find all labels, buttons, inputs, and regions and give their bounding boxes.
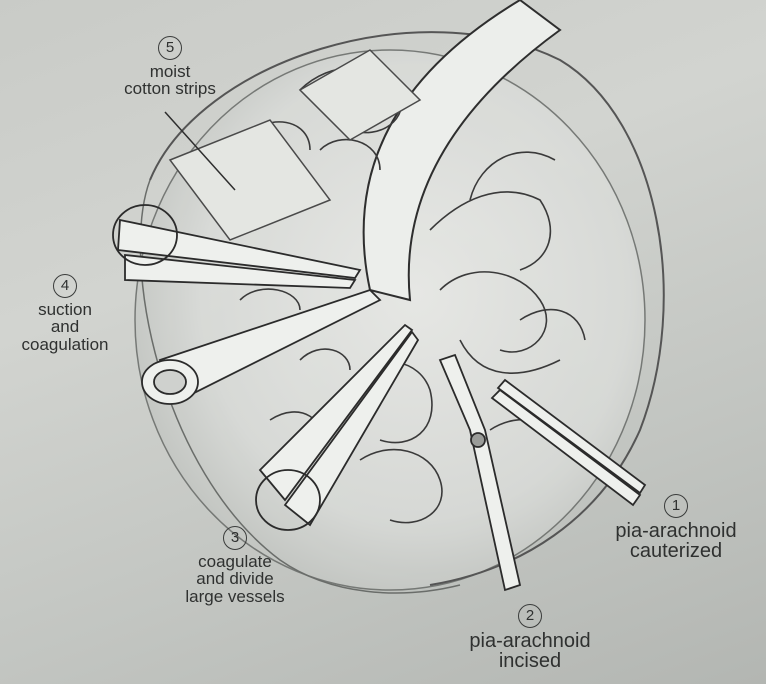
- label-2-number: 2: [518, 604, 542, 628]
- label-4-suction-and-coagulation: 4 suction and coagulation: [10, 274, 120, 353]
- label-1-number: 1: [664, 494, 688, 518]
- label-3-line-3: large vessels: [185, 586, 285, 606]
- cotton-strips-leader: [164, 111, 236, 191]
- label-2-line-2: incised: [498, 650, 562, 673]
- label-5-line-2: cotton strips: [124, 79, 216, 99]
- label-3-coagulate-and-divide: 3 coagulate and divide large vessels: [170, 526, 300, 605]
- bipolar-forceps-upper: [112, 204, 362, 289]
- cotton-strips: [168, 49, 422, 241]
- brain-retractor: [362, 0, 562, 302]
- cortex-sulci: [239, 66, 586, 524]
- label-2-pia-arachnoid-incised: 2 pia-arachnoid incised: [445, 604, 615, 672]
- bipolar-forceps-lower: [255, 323, 420, 531]
- label-4-line-3: coagulation: [21, 334, 109, 354]
- label-1-line-1: pia-arachnoid: [615, 520, 737, 542]
- suction-tube: [141, 288, 382, 405]
- label-2-line-1: pia-arachnoid: [469, 630, 591, 652]
- label-5-line-1: moist: [149, 62, 191, 81]
- label-4-line-1: suction: [38, 300, 92, 319]
- microscissors: [438, 353, 522, 592]
- label-5-number: 5: [158, 36, 182, 60]
- label-4-line-2: and: [50, 317, 80, 337]
- label-4-number: 4: [53, 274, 77, 298]
- label-5-moist-cotton-strips: 5 moist cotton strips: [110, 36, 230, 98]
- label-3-line-1: coagulate: [198, 552, 272, 571]
- craniotomy-rim: [149, 31, 665, 586]
- label-1-line-2: cauterized: [629, 540, 723, 563]
- label-1-pia-arachnoid-cauterized: 1 pia-arachnoid cauterized: [596, 494, 756, 562]
- cautery-instrument: [490, 378, 647, 507]
- label-3-number: 3: [223, 526, 247, 550]
- label-3-line-2: and divide: [196, 569, 274, 589]
